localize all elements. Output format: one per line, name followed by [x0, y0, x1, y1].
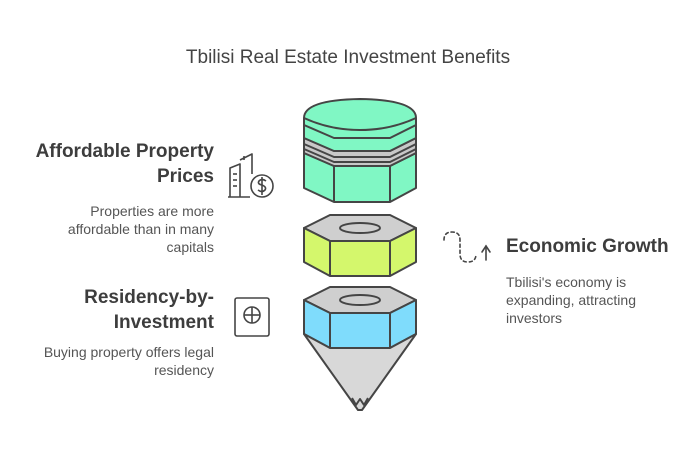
segment-affordable: [303, 98, 417, 203]
item-heading-residency: Residency-by- Investment: [84, 285, 214, 335]
safe-icon: [234, 297, 270, 337]
item-heading-line: Investment: [113, 312, 214, 333]
item-heading-line: Residency-by-: [84, 287, 214, 308]
item-description-line: Tbilisi's economy is: [506, 274, 627, 290]
item-heading-economic: Economic Growth: [506, 234, 669, 259]
item-description-line: expanding, attracting: [506, 292, 636, 308]
item-description-line: affordable than in many: [67, 221, 214, 237]
item-description-line: Buying property offers legal: [43, 344, 214, 360]
building-dollar-icon: [228, 153, 274, 198]
item-heading-line: Affordable Property: [35, 141, 214, 162]
item-description-line: investors: [506, 310, 563, 326]
item-heading-affordable: Affordable Property Prices: [36, 139, 214, 189]
item-description-line: Properties are more: [90, 203, 214, 219]
item-description-residency: Buying property offers legal residency: [44, 343, 214, 379]
item-heading-line: Economic Growth: [506, 236, 669, 257]
segment-economic: [303, 214, 417, 277]
item-description-line: capitals: [166, 239, 214, 255]
item-description-affordable: Properties are more affordable than in m…: [68, 202, 214, 256]
item-heading-line: Prices: [156, 166, 214, 187]
growth-path-arrow-icon: [443, 231, 491, 263]
page-title: Tbilisi Real Estate Investment Benefits: [185, 47, 511, 68]
segment-residency: [303, 286, 417, 349]
pencil-tip: [303, 333, 417, 411]
item-description-line: residency: [154, 362, 214, 378]
item-description-economic: Tbilisi's economy is expanding, attracti…: [506, 273, 636, 327]
